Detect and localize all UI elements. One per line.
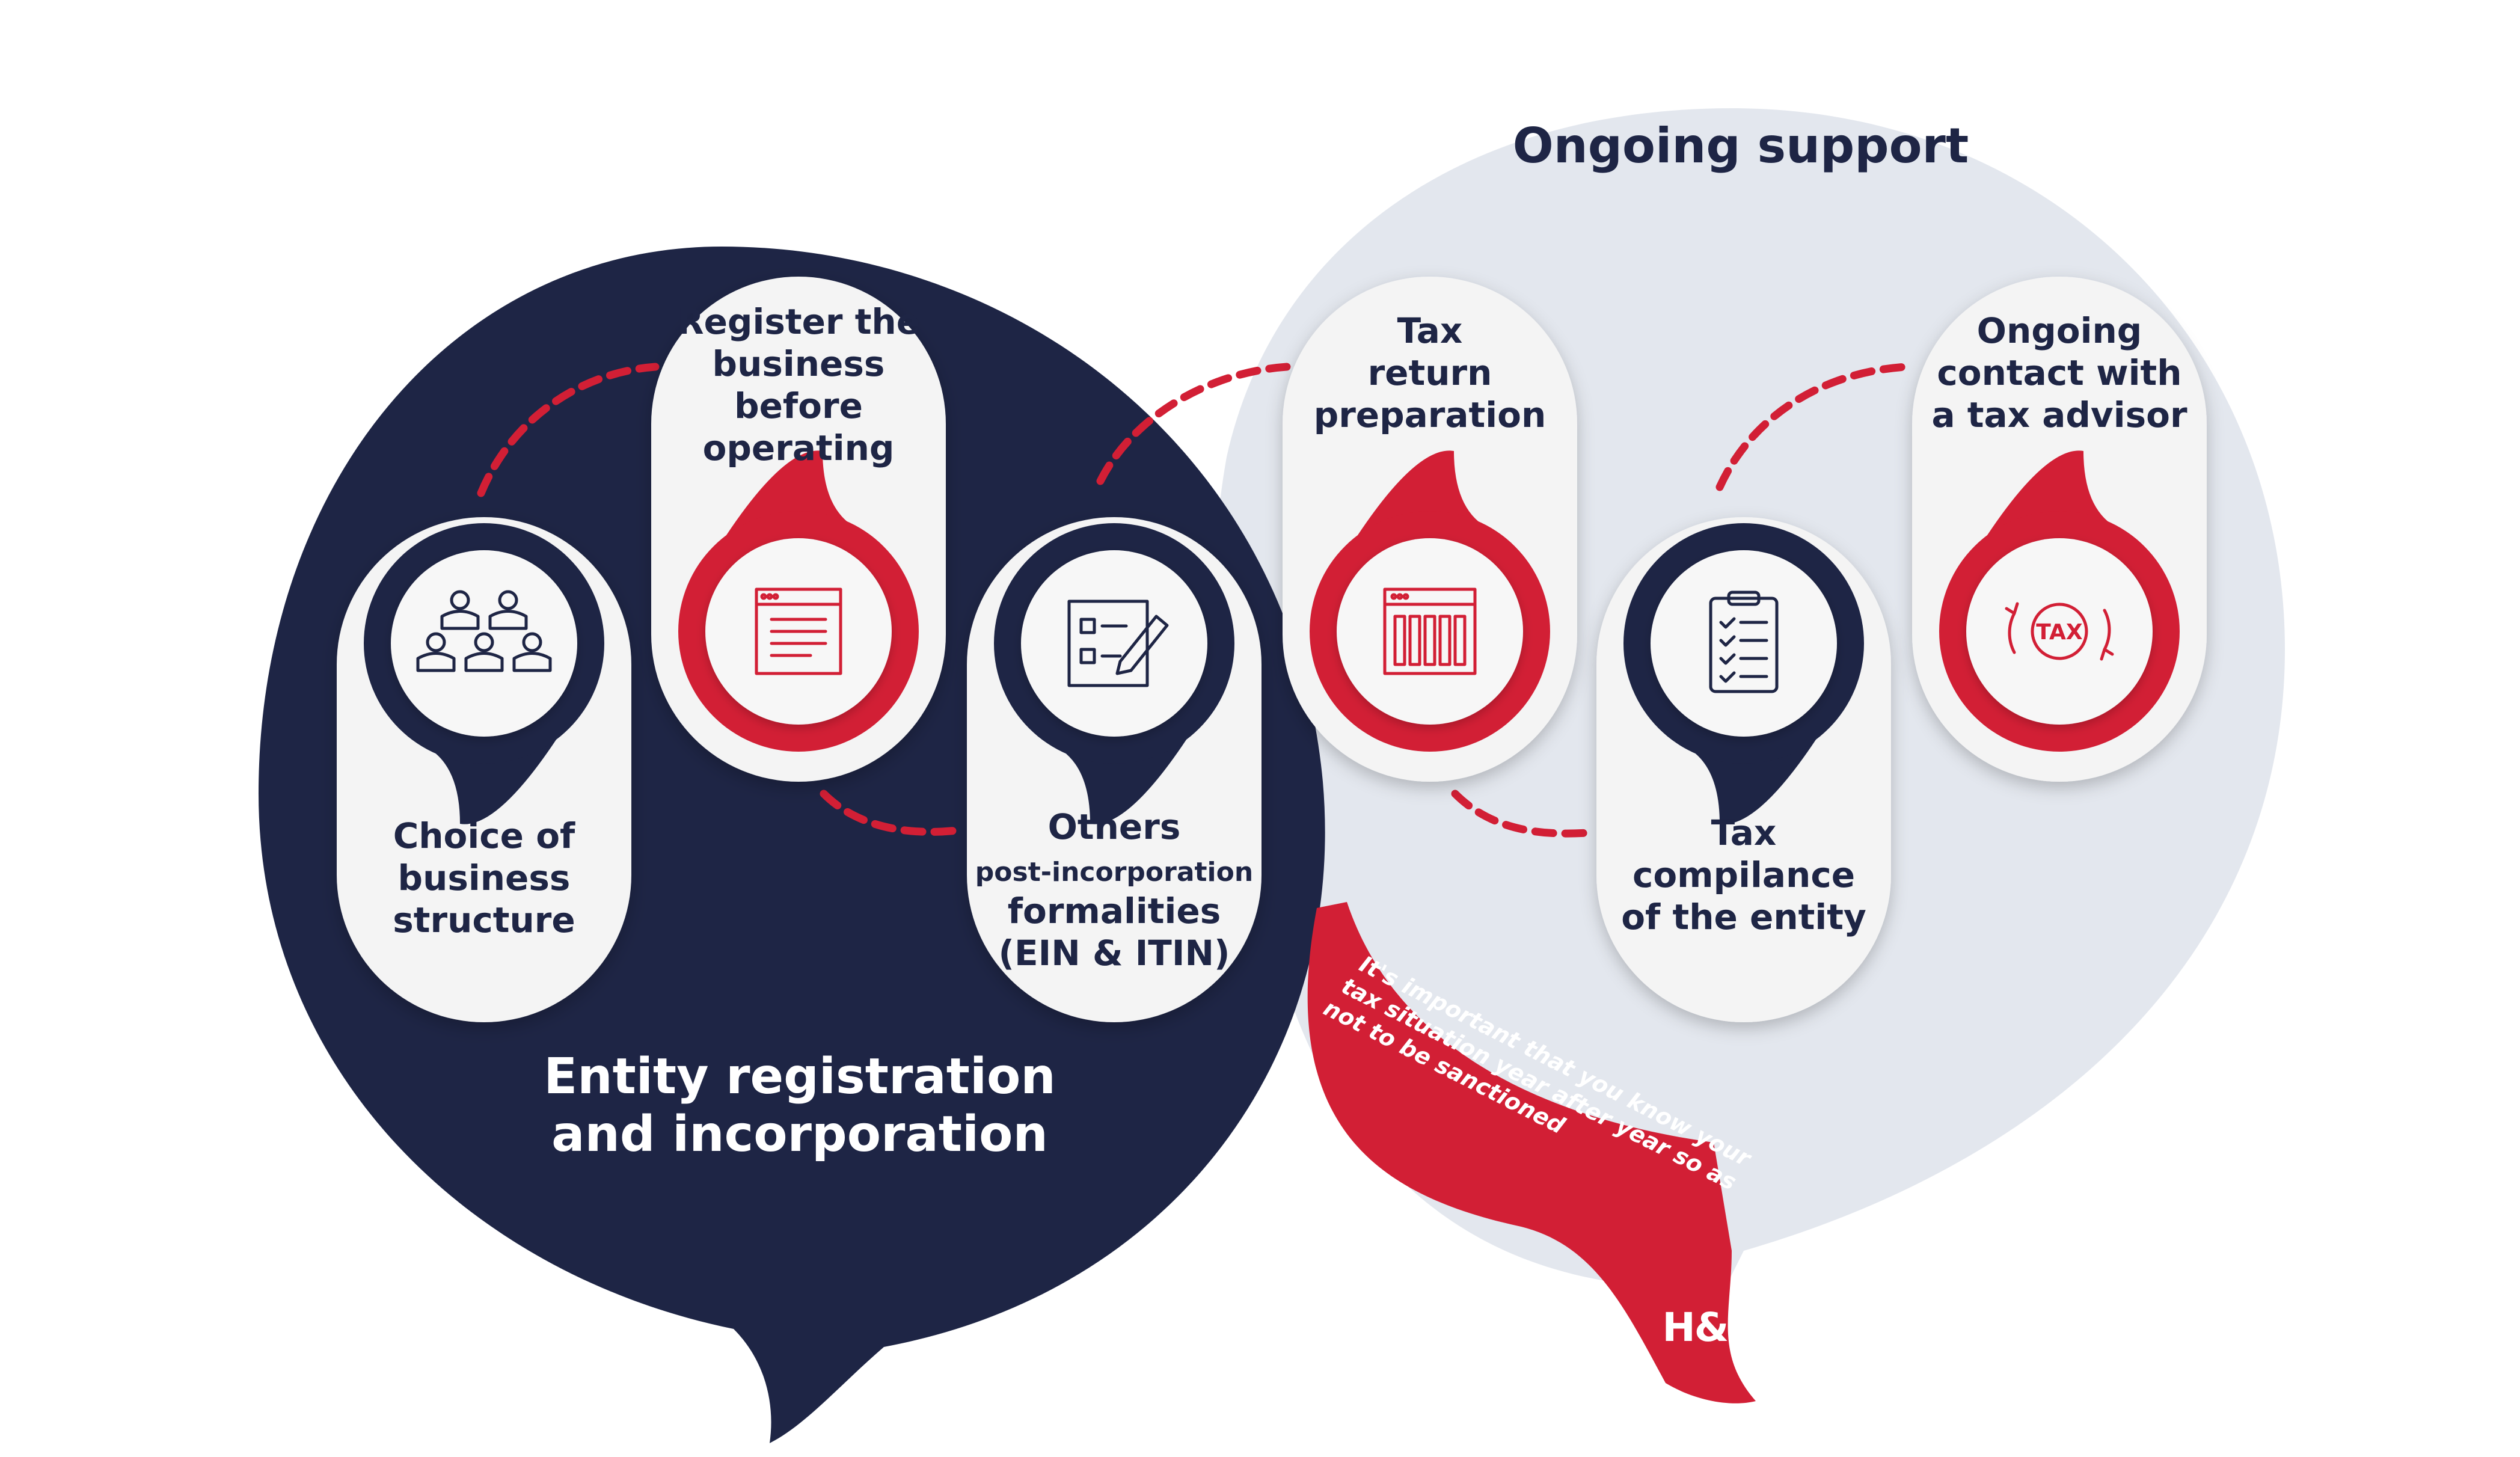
step-card-4-ring-tail (1358, 450, 1490, 535)
step-card-3-ring-tail (1054, 740, 1186, 824)
support-title: Ongoing support (1513, 118, 1969, 174)
step-2-label-line-4: operating (703, 428, 895, 468)
step-6-label-line-2: contact with (1937, 352, 2181, 393)
registration-title-line1: Entity registration (544, 1048, 1056, 1105)
step-2-label-line-1: Register the (677, 301, 920, 342)
step-card-3: Others post-incorporationformalities(EIN … (967, 517, 1262, 1022)
step-card-6-ring-tail (1987, 450, 2120, 535)
connector-4-5 (1451, 790, 1592, 838)
step-1-label-line-1: Choice of (393, 815, 575, 856)
note-ribbon (1307, 902, 1756, 1403)
document-icon (755, 587, 842, 675)
step-3-label-line-2: post-incorporation (975, 857, 1253, 888)
step-6-label-line-3: a tax advisor (1931, 394, 2187, 435)
company-logo: H&CO. (1663, 1304, 1801, 1351)
connector-5-6 (1715, 363, 1910, 491)
step-card-4-icon-disc (1337, 538, 1523, 725)
step-4-label-line-3: preparation (1314, 394, 1547, 435)
step-2-label-line-2: business (713, 343, 885, 384)
connector-2-3 (820, 790, 966, 836)
step-card-1-ring-tail (424, 740, 556, 824)
step-5-label-line-2: compilance (1632, 854, 1855, 895)
step-card-6-icon-disc (1966, 538, 2153, 725)
tax-cycle-icon: TAX (2005, 602, 2114, 661)
step-4-label-line-2: return (1368, 352, 1492, 393)
step-5-label-line-3: of the entity (1621, 897, 1866, 937)
step-3-label-line-4: (EIN & ITIN) (999, 933, 1230, 974)
step-5-label-line-1: Tax (1711, 812, 1777, 853)
step-card-5-ring-tail (1684, 740, 1816, 824)
step-3-label-line-1: Others (1048, 806, 1181, 847)
step-card-2-ring-tail (726, 450, 859, 535)
step-3-label-line-3: formalities (1008, 891, 1221, 931)
connector-1-2 (477, 363, 660, 497)
step-6-label-line-1: Ongoing (1977, 310, 2142, 351)
registration-title-line2: and incorporation (551, 1106, 1048, 1163)
step-card-5-icon-disc (1651, 550, 1837, 737)
tax-badge-text: TAX (2036, 620, 2083, 645)
clipboard-checklist-icon (1709, 590, 1779, 693)
ledger-icon (1383, 587, 1477, 675)
connector-3-4 (1096, 363, 1291, 485)
step-4-label-line-1: Tax (1397, 310, 1463, 351)
people-group-icon (416, 590, 552, 672)
step-2-label-line-3: before (734, 385, 863, 426)
checklist-pen-icon (1067, 600, 1169, 687)
step-card-3-icon-disc (1021, 550, 1207, 737)
step-card-1-icon-disc (391, 550, 577, 737)
step-1-label-line-2: business (398, 857, 571, 898)
step-1-label-line-3: structure (393, 900, 575, 940)
